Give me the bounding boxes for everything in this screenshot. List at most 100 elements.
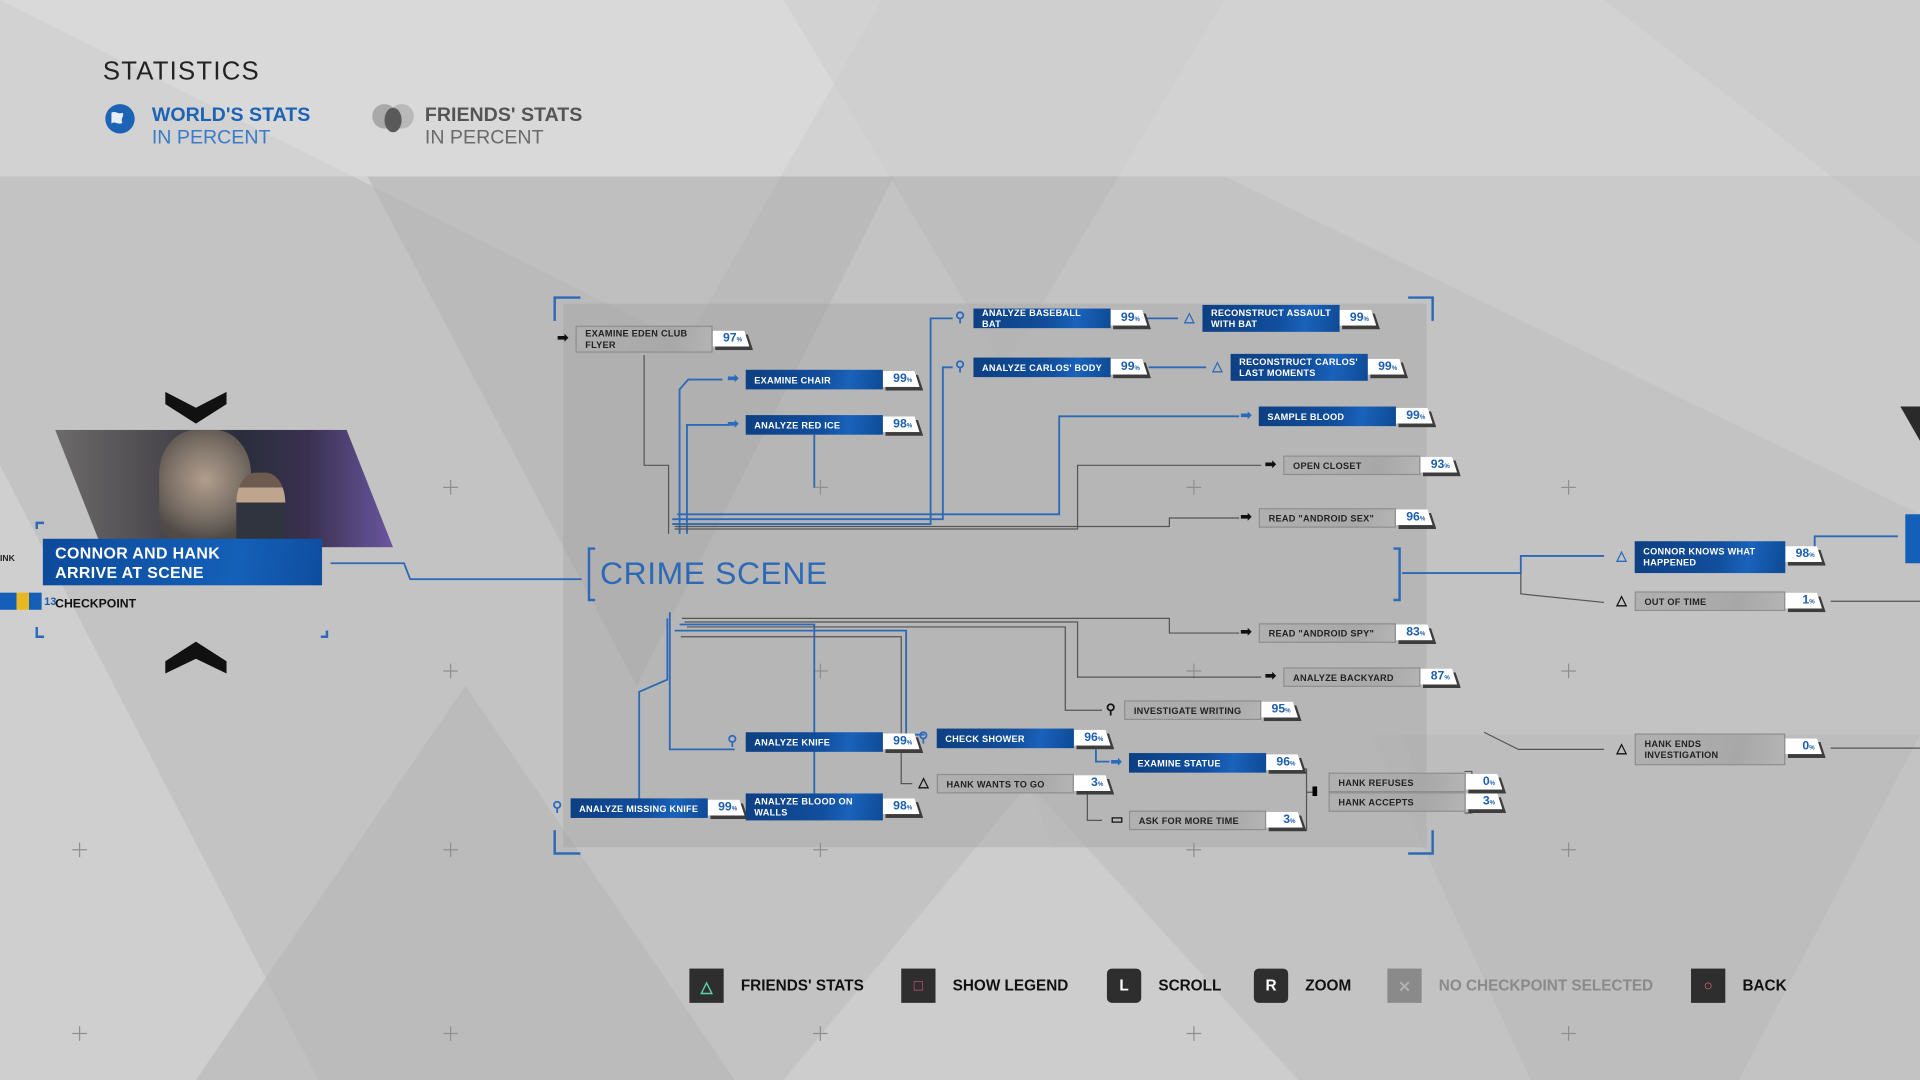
left-stick-icon: L: [1106, 968, 1142, 1003]
node-label: ANALYZE BLOOD ON WALLS: [745, 793, 883, 821]
triangle-icon: △: [1184, 310, 1195, 326]
node-percent: 99: [893, 372, 907, 386]
node-label: ANALYZE BACKYARD: [1283, 667, 1421, 687]
magnifier-icon: ⚲: [955, 359, 965, 375]
node-percent: 96: [1276, 755, 1291, 769]
node-label: ANALYZE BASEBALL BAT: [973, 307, 1111, 329]
node-percent: 97: [722, 331, 737, 346]
cross-button-icon: ✕: [1387, 968, 1422, 1003]
node-label: HANK WANTS TO GO: [936, 773, 1074, 794]
friends-icon: [372, 104, 414, 133]
node-percent: 99: [1378, 360, 1392, 374]
node-label: HANK REFUSES: [1328, 772, 1466, 793]
node-percent: 99: [1349, 311, 1364, 325]
node-label: ASK FOR MORE TIME: [1128, 810, 1267, 831]
node-label: ANALYZE RED ICE: [745, 415, 883, 435]
node-label: OUT OF TIME: [1634, 591, 1786, 612]
node-label: ANALYZE MISSING KNIFE: [570, 798, 708, 818]
connor-image: [236, 472, 286, 548]
node-percent: 83: [1406, 625, 1420, 640]
node-percent: 98: [893, 799, 907, 814]
triangle-icon: △: [1212, 359, 1223, 375]
node-label: EXAMINE STATUE: [1128, 753, 1267, 773]
arrow-icon: ➡: [1240, 408, 1252, 424]
friends-stats-button[interactable]: △FRIENDS' STATS: [689, 968, 864, 1003]
chapter-title-line: CONNOR AND HANK: [55, 543, 221, 563]
node-percent: 95: [1271, 702, 1286, 717]
node-label: EXAMINE EDEN CLUB FLYER: [575, 325, 713, 353]
tab-label: WORLD'S STATS: [151, 105, 311, 127]
magnifier-icon: ⚲: [727, 734, 738, 749]
show-legend-button[interactable]: □SHOW LEGEND: [901, 968, 1068, 1003]
speech-bubble-icon: ▭: [1110, 812, 1124, 828]
node-percent: 98: [1795, 547, 1810, 561]
node-percent: 3: [1482, 794, 1490, 809]
node-label: OPEN CLOSET: [1283, 455, 1421, 476]
checkpoint-badge: [0, 592, 42, 610]
triangle-icon: △: [1616, 741, 1627, 757]
node-percent: 99: [1120, 311, 1135, 325]
node-label: RECONSTRUCT ASSAULT WITH BAT: [1202, 304, 1340, 332]
magnifier-icon: ⚲: [918, 730, 929, 746]
footer-label: SCROLL: [1158, 977, 1222, 995]
circle-button-icon: ○: [1691, 968, 1726, 1003]
arrow-icon: ➡: [727, 416, 739, 432]
footer-label: BACK: [1742, 977, 1787, 995]
globe-icon: [105, 104, 135, 134]
tab-sublabel: IN PERCENT: [151, 127, 271, 149]
checkpoint-select-button: ✕ NO CHECKPOINT SELECTED: [1387, 968, 1654, 1003]
node-label: CHECK SHOWER: [936, 728, 1074, 749]
node-label: EXAMINE CHAIR: [745, 369, 883, 390]
back-button[interactable]: ○ BACK: [1691, 968, 1787, 1003]
node-label: HANK ACCEPTS: [1328, 792, 1466, 812]
scroll-button[interactable]: L SCROLL: [1106, 968, 1222, 1003]
arrow-icon: ➡: [1264, 457, 1277, 473]
hank-image: [159, 429, 252, 541]
node-label: SAMPLE BLOOD: [1258, 406, 1396, 427]
page-title: STATISTICS: [102, 57, 260, 86]
node-percent: 1: [1802, 593, 1810, 608]
footer-label: NO CHECKPOINT SELECTED: [1438, 977, 1654, 995]
node-percent: 96: [1084, 731, 1098, 745]
node-label: ANALYZE KNIFE: [745, 732, 883, 752]
tab-label: FRIENDS' STATS: [424, 105, 583, 127]
node-label: HANK ENDS INVESTIGATION: [1634, 733, 1786, 766]
triangle-icon: △: [1616, 593, 1627, 608]
chapter-title-line: ARRIVE AT SCENE: [55, 563, 204, 582]
scroll-up-chevron: [165, 391, 227, 424]
arrow-icon: ➡: [727, 371, 739, 387]
tab-sublabel: IN PERCENT: [424, 127, 544, 149]
chapter-thumbnail[interactable]: [55, 429, 394, 548]
node-percent: 96: [1406, 510, 1420, 525]
node-label: ANALYZE CARLOS' BODY: [973, 357, 1111, 378]
section-title: CRIME SCENE: [600, 554, 828, 592]
node-percent: 99: [1406, 408, 1420, 423]
node-label: INVESTIGATE WRITING: [1124, 700, 1262, 721]
node-label: READ "ANDROID SPY": [1258, 623, 1396, 643]
magnifier-icon: ⚲: [955, 310, 965, 326]
right-stick-icon: R: [1253, 968, 1289, 1003]
previous-chapter-fragment[interactable]: INK: [0, 554, 15, 564]
arrow-icon: ➡: [1240, 625, 1252, 640]
node-percent: 87: [1430, 669, 1445, 684]
arrow-icon: ➡: [1240, 510, 1252, 525]
node-percent: 3: [1091, 776, 1098, 790]
node-percent: 0: [1802, 739, 1810, 754]
triangle-button-icon: △: [689, 968, 724, 1003]
checkpoint-label: CHECKPOINT: [55, 597, 137, 612]
magnifier-icon: ⚲: [552, 800, 563, 815]
node-percent: 99: [893, 734, 907, 749]
magnifier-icon: ⚲: [1105, 702, 1116, 717]
node-percent: 98: [893, 417, 907, 432]
triangle-icon: △: [918, 775, 929, 791]
node-label: RECONSTRUCT CARLOS' LAST MOMENTS: [1230, 353, 1368, 381]
arrow-icon: ➡: [1110, 754, 1122, 770]
node-percent: 0: [1482, 775, 1490, 789]
node-label: READ "ANDROID SEX": [1258, 508, 1396, 528]
node-percent: 93: [1430, 457, 1445, 472]
